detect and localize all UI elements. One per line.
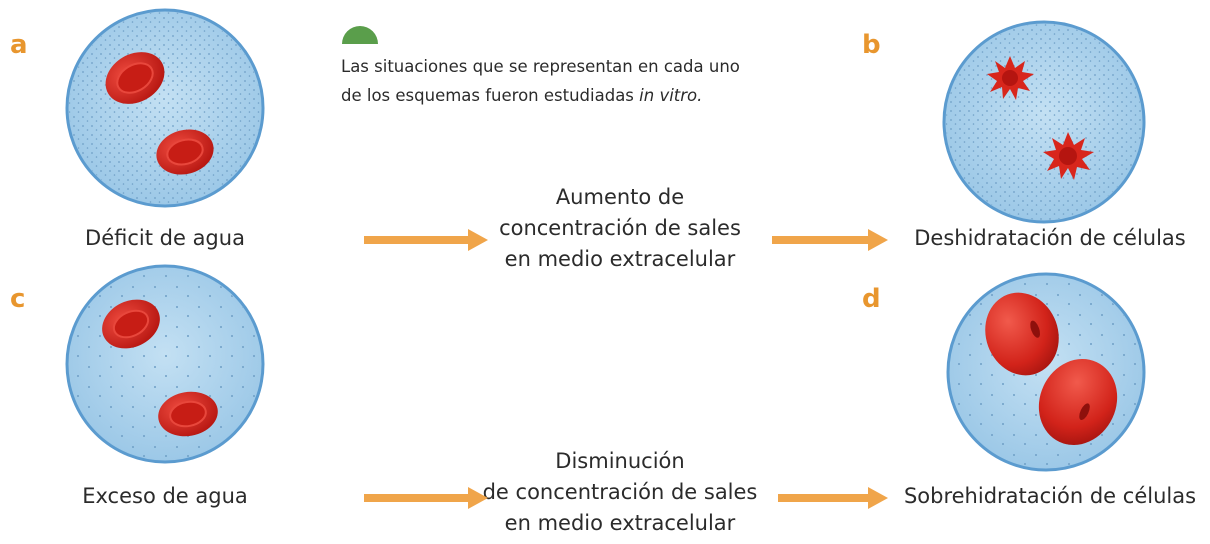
process-increase-line-1: Aumento de xyxy=(555,185,685,209)
caption-c: Exceso de agua xyxy=(82,484,248,508)
crenated-cell xyxy=(1043,132,1094,180)
note-line-2: de los esquemas fueron estudiadas in vit… xyxy=(341,81,841,110)
swollen-cell xyxy=(1038,359,1118,445)
swollen-cell xyxy=(985,292,1059,376)
red-blood-cell xyxy=(156,129,214,175)
dish-a xyxy=(65,8,265,208)
study-note: Las situaciones que se representan en ca… xyxy=(341,52,841,110)
process-increase: Aumento de concentración de sales en med… xyxy=(470,182,770,275)
process-decrease-line-3: en medio extracelular xyxy=(504,511,736,535)
caption-d: Sobrehidratación de células xyxy=(903,484,1197,508)
caption-b: Deshidratación de células xyxy=(914,226,1186,250)
red-blood-cell xyxy=(158,391,218,437)
process-increase-line-3: en medio extracelular xyxy=(504,247,736,271)
process-increase-line-2: concentración de sales xyxy=(499,216,741,240)
dish-b xyxy=(942,20,1146,224)
arrow-right-icon xyxy=(364,487,488,509)
process-decrease: Disminución de concentración de sales en… xyxy=(470,446,770,539)
red-blood-cell xyxy=(105,52,165,104)
panel-letter-d: d xyxy=(862,284,881,314)
note-line-2-text: de los esquemas fueron estudiadas xyxy=(341,86,640,105)
crenated-cell xyxy=(987,56,1034,100)
note-line-2-italic: in vitro. xyxy=(639,86,703,105)
arrow-right-icon xyxy=(772,229,888,251)
panel-letter-b: b xyxy=(862,30,881,60)
section-marker xyxy=(342,26,378,44)
arrow-right-icon xyxy=(364,229,488,251)
panel-letter-c: c xyxy=(10,284,26,314)
red-blood-cell xyxy=(102,299,160,349)
process-decrease-line-1: Disminución xyxy=(555,449,685,473)
note-line-1: Las situaciones que se representan en ca… xyxy=(341,57,740,76)
panel-letter-a: a xyxy=(10,30,28,60)
dish-c xyxy=(65,264,265,464)
dish-d xyxy=(946,272,1146,472)
arrow-right-icon xyxy=(778,487,888,509)
process-decrease-line-2: de concentración de sales xyxy=(482,480,758,504)
caption-a: Déficit de agua xyxy=(85,226,245,250)
